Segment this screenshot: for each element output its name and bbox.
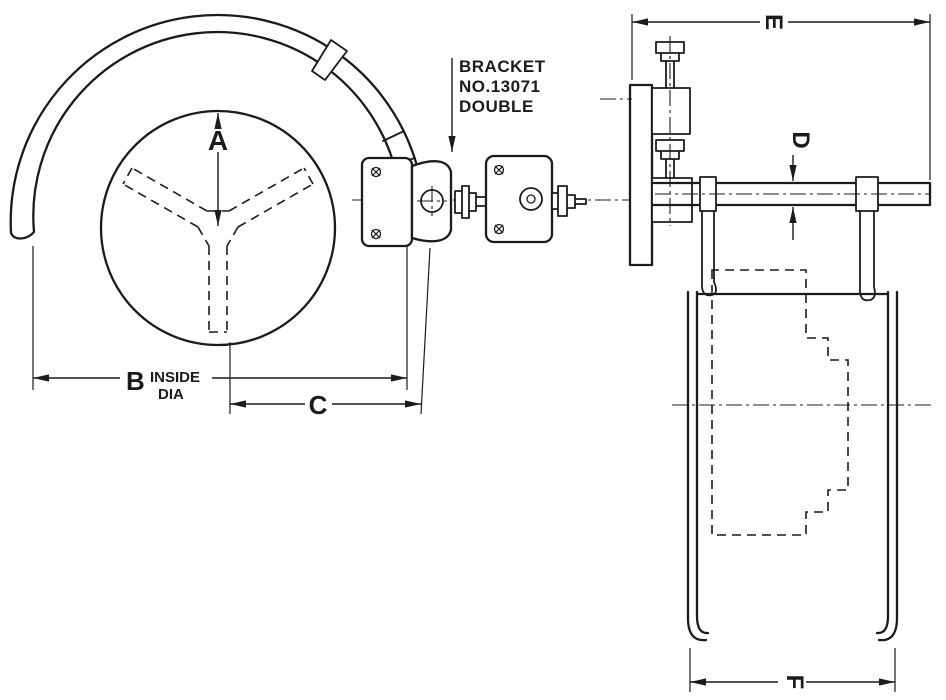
right-plate-boss-hole xyxy=(526,194,536,204)
dim-b-extension-lines xyxy=(32,212,408,390)
upper-clamp-block xyxy=(651,87,691,135)
dim-b-note-line2: DIA xyxy=(158,386,184,403)
right-plate-boss xyxy=(519,187,543,211)
arm-clamp-block xyxy=(651,177,693,223)
dim-a-label: A xyxy=(208,125,228,156)
reel-drum-flanges xyxy=(686,290,899,642)
pivot-crosshair xyxy=(417,186,447,216)
side-view-centerlines xyxy=(600,36,932,406)
mounting-hole xyxy=(370,228,382,240)
mounting-hole xyxy=(493,223,505,235)
mounting-hole xyxy=(370,166,382,178)
dim-f-label: F xyxy=(781,675,808,690)
front-view: A B INSIDE DIA C xyxy=(9,13,630,420)
adjusting-knob xyxy=(551,185,587,217)
bracket-assembly: BRACKET NO.13071 DOUBLE xyxy=(360,57,587,248)
mounting-hole xyxy=(493,164,505,176)
mounting-hole-cross-marks xyxy=(371,165,504,239)
band-clamp xyxy=(311,39,348,81)
wheel-spokes-hidden-lines xyxy=(122,167,314,333)
dim-e-label: E xyxy=(760,14,787,30)
bracket-left-plate xyxy=(360,156,414,248)
side-view: E D F xyxy=(600,14,932,692)
dim-b-note-line1: INSIDE xyxy=(150,369,200,386)
clamp-bolts xyxy=(655,41,685,178)
dim-c-label: C xyxy=(309,390,328,420)
dim-b-label: B xyxy=(126,366,145,396)
hanger-hooks xyxy=(701,210,876,302)
wall-plate-edge xyxy=(628,83,654,267)
reel-hidden-outline xyxy=(711,269,849,536)
dim-c-extension-lines xyxy=(229,247,431,415)
callout-line3: DOUBLE xyxy=(459,97,534,116)
clamp-stud-and-nuts xyxy=(454,185,488,219)
callout-line2: NO.13071 xyxy=(459,77,541,96)
callout-line1: BRACKET xyxy=(459,57,546,76)
dim-d-label: D xyxy=(787,131,814,148)
